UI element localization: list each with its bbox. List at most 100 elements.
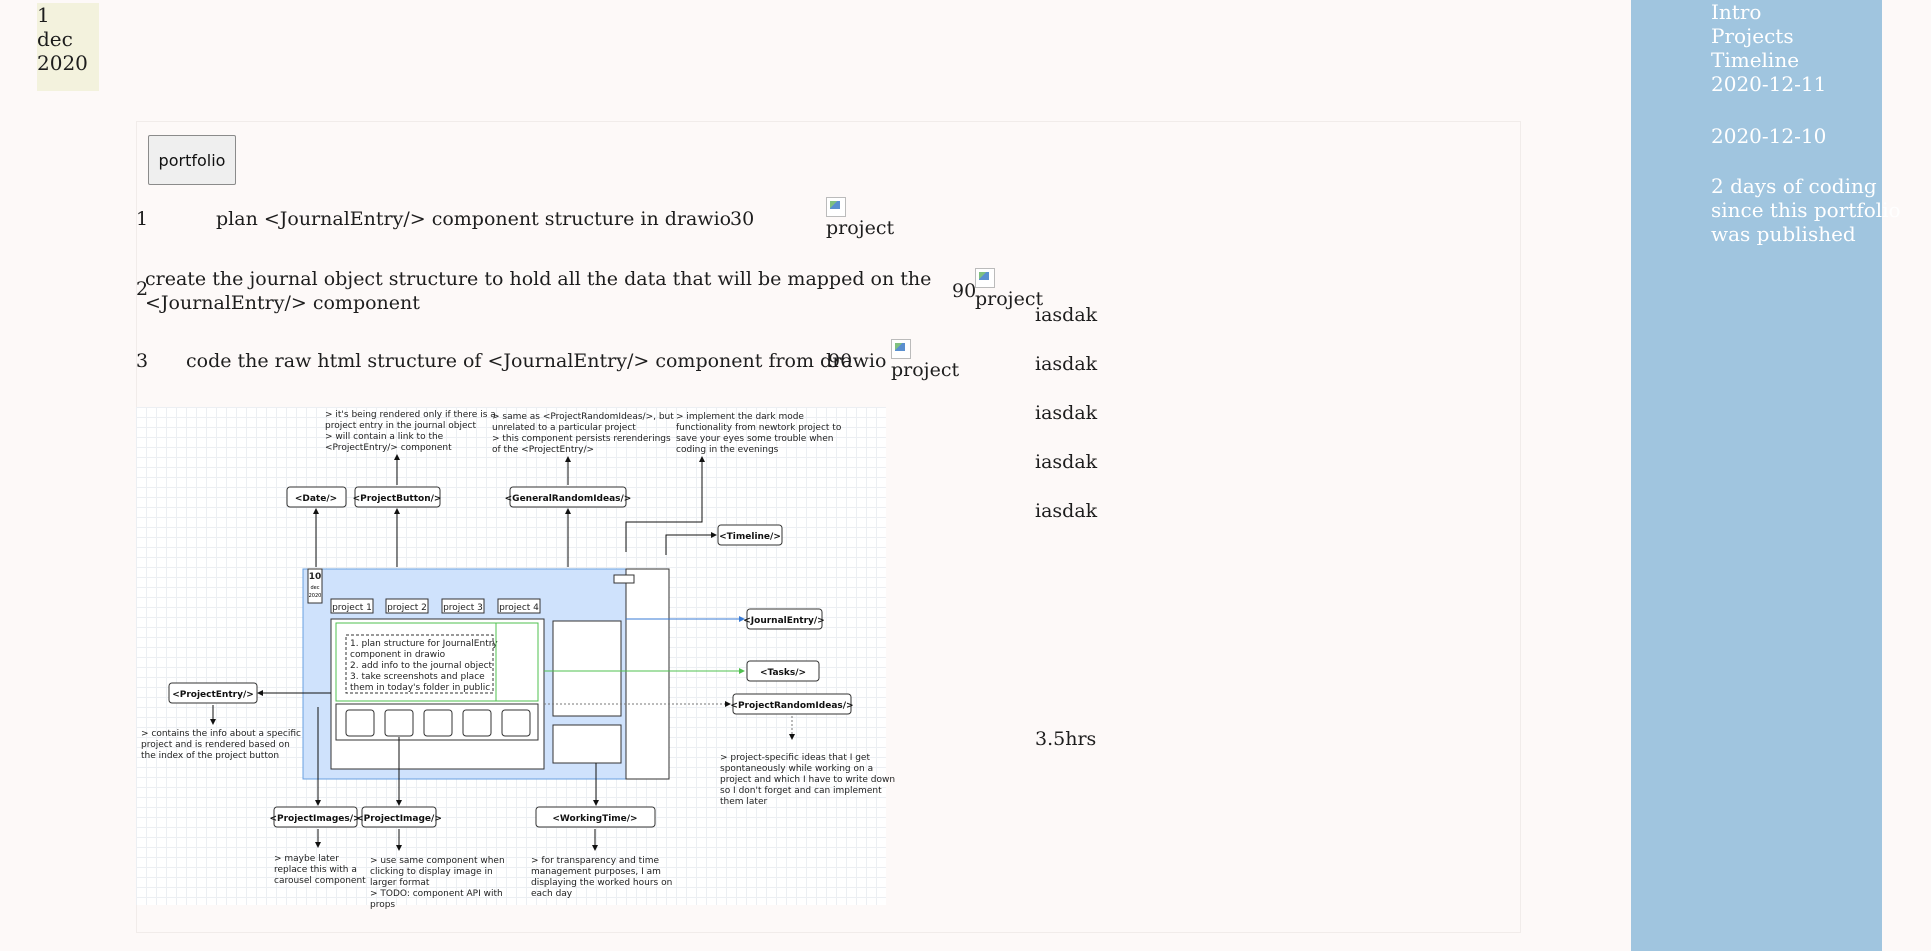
working-time-box (535, 806, 656, 828)
task-3-image[interactable]: project (891, 339, 959, 381)
svg-text:unrelated to a particular proj: unrelated to a particular project (492, 423, 636, 433)
svg-text:them later: them later (720, 797, 767, 807)
annotation-project-entry: > contains the info about a specific pro… (141, 729, 301, 761)
svg-text:> same as <ProjectRandomIdeas/: > same as <ProjectRandomIdeas/>, but (492, 412, 674, 422)
svg-text:> use same component when: > use same component when (370, 856, 505, 866)
task-3-image-alt: project (891, 359, 960, 381)
task-2-minutes: 90 (952, 280, 977, 302)
svg-text:> this component persists rere: > this component persists rerenderings (492, 434, 671, 444)
svg-text:> for transparency and time: > for transparency and time (531, 856, 659, 866)
project-image-box (361, 806, 437, 828)
svg-text:<ProjectEntry/> component: <ProjectEntry/> component (325, 443, 452, 453)
svg-text:project and which I have to wr: project and which I have to write down (720, 775, 895, 785)
sidebar-link-projects[interactable]: Projects (1711, 24, 1794, 48)
journal-entry-box (746, 608, 823, 630)
svg-text:<ProjectImages/>: <ProjectImages/> (269, 814, 360, 824)
task-3-number: 3 (136, 350, 149, 372)
task-1-image[interactable]: project (826, 197, 894, 239)
sidebar-link-date-1[interactable]: 2020-12-11 (1711, 72, 1827, 96)
sidebar-coding-note: 2 days of coding since this portfolio wa… (1711, 174, 1901, 246)
task-1-text: plan <JournalEntry/> component structure… (216, 208, 732, 230)
svg-text:> maybe later: > maybe later (274, 854, 339, 864)
svg-text:<WorkingTime/>: <WorkingTime/> (552, 814, 637, 824)
idea-item: iasdak (1035, 500, 1098, 522)
tasks-box (746, 660, 820, 682)
working-time-value: 3.5hrs (1035, 728, 1097, 750)
svg-text:<Tasks/>: <Tasks/> (760, 668, 806, 678)
svg-text:dec: dec (311, 585, 320, 591)
svg-text:carousel component: carousel component (274, 876, 366, 886)
sidebar-link-date-2[interactable]: 2020-12-10 (1711, 124, 1827, 148)
date-year: 2020 (37, 51, 88, 75)
svg-text:of the <ProjectEntry/>: of the <ProjectEntry/> (492, 445, 594, 455)
svg-text:3. take screenshots and place: 3. take screenshots and place (350, 672, 485, 682)
svg-text:<Timeline/>: <Timeline/> (719, 532, 781, 542)
annotation-project-image: > use same component when clicking to di… (370, 856, 505, 910)
date-month: dec (37, 27, 73, 51)
diagram-svg: > it's being rendered only if there is a… (141, 410, 895, 910)
project-button-box (354, 486, 441, 508)
idea-item: iasdak (1035, 451, 1098, 473)
general-ideas-box (509, 486, 627, 508)
svg-text:coding in the evenings: coding in the evenings (676, 445, 779, 455)
sidebar-link-timeline[interactable]: Timeline (1711, 48, 1800, 72)
svg-text:displaying the worked hours on: displaying the worked hours on (531, 878, 672, 888)
svg-text:> project-specific ideas that: > project-specific ideas that I get (720, 753, 870, 763)
svg-text:the index of the project butto: the index of the project button (141, 751, 279, 761)
svg-text:> will contain a link to the: > will contain a link to the (325, 432, 444, 442)
idea-item: iasdak (1035, 304, 1098, 326)
svg-text:save your eyes some trouble wh: save your eyes some trouble when (676, 434, 834, 444)
svg-text:project entry in the journal o: project entry in the journal object (325, 421, 476, 431)
svg-text:1. plan structure for JournalE: 1. plan structure for JournalEntry (350, 639, 498, 649)
project-entry-box (168, 682, 258, 704)
date-box: 1 dec 2020 (37, 3, 99, 91)
svg-text:component in drawio: component in drawio (350, 650, 446, 660)
annotation-date-button: > it's being rendered only if there is a… (325, 410, 496, 453)
general-ideas-label: <GeneralRandomIdeas/> (505, 494, 632, 504)
date-component-label: <Date/> (295, 494, 337, 504)
svg-text:<ProjectImage/>: <ProjectImage/> (356, 814, 442, 824)
timeline-box (717, 524, 783, 546)
broken-image-icon (826, 197, 846, 217)
sidebar-link-intro[interactable]: Intro (1711, 0, 1762, 24)
svg-text:<ProjectEntry/>: <ProjectEntry/> (172, 690, 254, 700)
idea-item: iasdak (1035, 353, 1098, 375)
task-1-minutes: 30 (730, 208, 755, 230)
svg-text:props: props (370, 900, 395, 910)
annotation-dark-mode: > implement the dark mode functionality … (676, 412, 842, 455)
task-2-text-line-1: create the journal object structure to h… (145, 268, 932, 290)
task-1-image-alt: project (826, 217, 895, 239)
task-2-image-alt: project (975, 288, 1044, 310)
date-day: 1 (37, 3, 50, 27)
date-component-box (286, 486, 347, 508)
sidebar: Intro Projects Timeline 2020-12-11 2020-… (1631, 0, 1901, 951)
annotation-general-ideas: > same as <ProjectRandomIdeas/>, but unr… (492, 412, 674, 455)
svg-text:clicking to display image in: clicking to display image in (370, 867, 493, 877)
svg-text:each day: each day (531, 889, 573, 899)
svg-text:project 4: project 4 (499, 603, 539, 613)
svg-text:project 3: project 3 (443, 603, 483, 613)
task-1-number: 1 (136, 208, 149, 230)
component-diagram: > it's being rendered only if there is a… (136, 407, 895, 910)
annotation-working-time: > for transparency and time management p… (531, 856, 672, 899)
svg-text:2. add info to the journal obj: 2. add info to the journal object (350, 661, 493, 671)
project-random-ideas-box (732, 693, 852, 715)
sidebar-nav: Intro Projects Timeline 2020-12-11 (1711, 0, 1826, 96)
diagram-task-list: 1. plan structure for JournalEntry compo… (350, 639, 498, 693)
annotation-project-images: > maybe later replace this with a carous… (274, 854, 366, 886)
broken-image-icon (891, 339, 911, 359)
annotation-project-ideas: > project-specific ideas that I get spon… (720, 753, 895, 807)
task-3-minutes: 90 (828, 350, 853, 372)
svg-text:project and is rendered based: project and is rendered based on (141, 740, 290, 750)
task-2-image[interactable]: project (975, 268, 1043, 310)
svg-text:> TODO: component API with: > TODO: component API with (370, 889, 503, 899)
svg-text:functionality from newtork pro: functionality from newtork project to (676, 423, 842, 433)
svg-text:spontaneously while working on: spontaneously while working on a (720, 764, 873, 774)
svg-text:> contains the info about a sp: > contains the info about a specific (141, 729, 301, 739)
broken-image-icon (975, 268, 995, 288)
task-3-text: code the raw html structure of <JournalE… (186, 350, 887, 372)
svg-text:2020: 2020 (309, 593, 322, 599)
svg-text:<JournalEntry/>: <JournalEntry/> (743, 616, 824, 626)
project-button-label: <ProjectButton/> (353, 494, 442, 504)
portfolio-button[interactable]: portfolio (148, 135, 236, 185)
